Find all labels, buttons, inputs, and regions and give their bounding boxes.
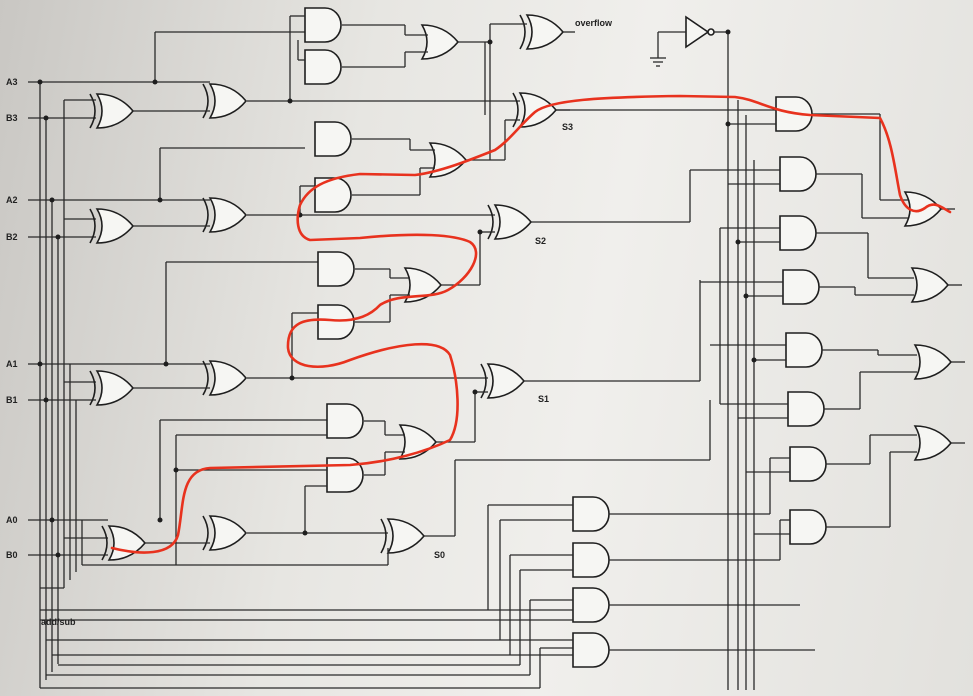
carry-logic-bit3 xyxy=(247,7,520,102)
input-label-a1: A1 xyxy=(6,359,18,369)
and-gate xyxy=(304,7,342,43)
output-label-s1: S1 xyxy=(538,394,549,404)
output-label-s2: S2 xyxy=(535,236,546,246)
input-label-a0: A0 xyxy=(6,515,18,525)
sum3-logic xyxy=(314,42,570,178)
xor-gate-b2 xyxy=(89,208,134,244)
labels: A3 B3 A2 B2 A1 B1 A0 B0 overflow S3 S2 S… xyxy=(6,18,613,627)
input-label-a3: A3 xyxy=(6,77,18,87)
output-label-s3: S3 xyxy=(562,122,573,132)
xor-gate-b0 xyxy=(101,525,146,561)
output-and-gates xyxy=(556,96,827,690)
input-label-b1: B1 xyxy=(6,395,18,405)
junction-dots xyxy=(37,29,757,558)
carry-logic-bit1 xyxy=(247,232,701,399)
overflow-xor-gate xyxy=(458,14,575,160)
input-label-b3: B3 xyxy=(6,113,18,123)
stage-wires xyxy=(133,31,327,544)
carry-logic-bit2 xyxy=(247,167,691,240)
xor-gate-b1 xyxy=(89,370,134,406)
xor-gate-a2 xyxy=(202,197,247,233)
input-label-a2: A2 xyxy=(6,195,18,205)
input-bus xyxy=(39,82,83,688)
ground-icon xyxy=(650,57,666,67)
input-label-b0: B0 xyxy=(6,550,18,560)
and-gate xyxy=(304,49,342,85)
input-wires xyxy=(28,81,210,556)
red-annotation-path xyxy=(110,94,952,554)
and-gate xyxy=(326,403,364,439)
xor-gate-a0 xyxy=(202,515,247,551)
or-gate xyxy=(399,424,437,460)
input-label-b2: B2 xyxy=(6,232,18,242)
xor-gate-a3 xyxy=(202,83,247,119)
bottom-and-gates xyxy=(40,458,815,689)
xor-gate-b3 xyxy=(89,93,134,129)
or-gate xyxy=(421,24,459,60)
and-gate xyxy=(314,121,352,157)
xor-gate-a1 xyxy=(202,360,247,396)
carry-logic-bit0 xyxy=(82,392,711,566)
and-gate xyxy=(317,251,355,287)
control-label-add-sub: add/sub xyxy=(41,617,76,627)
output-label-overflow: overflow xyxy=(575,18,613,28)
inverter-gate xyxy=(657,15,729,690)
output-label-s0: S0 xyxy=(434,550,445,560)
output-or-gates xyxy=(812,113,965,528)
and-gate xyxy=(317,304,355,340)
